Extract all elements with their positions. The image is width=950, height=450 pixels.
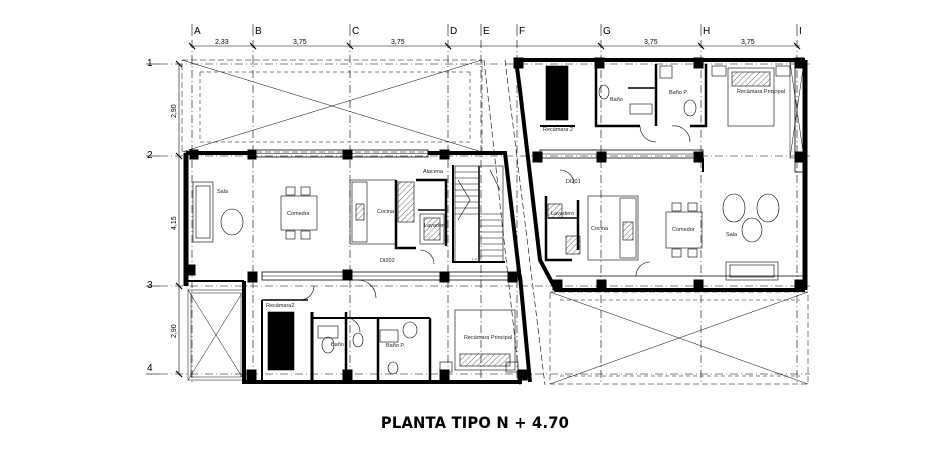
dim-top-hi: 3,75 — [741, 39, 755, 46]
grid-row-4: 4 — [147, 363, 153, 374]
plan-title: PLANTA TIPO N + 4.70 — [380, 413, 570, 432]
label-duct-right: Dt201 — [566, 179, 581, 185]
dim-top-bc: 3,75 — [293, 39, 307, 46]
left-unit-furniture — [192, 179, 519, 375]
label-alacena-left: Alacena — [423, 169, 444, 175]
grid-col-i: I — [799, 26, 802, 37]
label-duct-left: Dt202 — [380, 258, 395, 264]
label-recp-left: Recámara Principal — [464, 335, 512, 341]
grid-col-d: D — [450, 26, 457, 37]
label-bano-left: Baño — [331, 342, 344, 348]
label-lavadero-left: Lavadero — [424, 223, 447, 229]
left-dimensions: 2,90 4,15 2,90 — [171, 104, 178, 338]
staircase — [454, 165, 504, 263]
dim-top-ab: 2,33 — [215, 39, 229, 46]
label-banop-right: Baño P. — [669, 90, 688, 96]
dim-left-23: 4,15 — [171, 216, 178, 230]
label-rec2-right: Recámara 2 — [543, 127, 573, 133]
label-bano-right: Baño — [610, 97, 623, 103]
grid-col-c: C — [352, 26, 359, 37]
open-voids — [181, 59, 809, 385]
label-cocina-right: Cocina — [591, 226, 609, 232]
label-comedor-right: Comedor — [672, 227, 695, 233]
grid-row-3: 3 — [147, 280, 153, 291]
label-banop-left: Baño P. — [386, 343, 405, 349]
grid-row-1: 1 — [147, 58, 153, 69]
label-cocina-left: Cocina — [377, 209, 395, 215]
grid-col-h: H — [703, 26, 710, 37]
dim-top-cd: 3,75 — [391, 39, 405, 46]
dim-left-12: 2,90 — [171, 104, 178, 118]
label-comedor-left: Comedor — [287, 211, 310, 217]
room-labels-left: Sala Comedor Cocina Alacena Lavadero Dt2… — [217, 169, 512, 349]
grid-column-labels: A B C D E F G H I — [194, 26, 802, 37]
grid-col-b: B — [255, 26, 262, 37]
grid-col-e: E — [483, 26, 490, 37]
grid-row-2: 2 — [147, 150, 153, 161]
label-sala-left: Sala — [217, 189, 229, 195]
grid-col-g: G — [603, 26, 611, 37]
label-recp-right: Recámara Principal — [737, 89, 785, 95]
label-lavadero-right: Lavadero — [551, 211, 574, 217]
structural-columns — [186, 57, 805, 381]
label-rec2-left: Recámara2 — [266, 303, 294, 309]
dim-left-34: 2,90 — [171, 324, 178, 338]
grid-row-labels: 1 2 3 4 — [147, 58, 153, 374]
top-dimensions: 2,33 3,75 3,75 3,75 3,75 — [215, 39, 755, 46]
grid-axes — [146, 24, 810, 385]
right-unit-furniture — [545, 65, 791, 281]
dim-top-gh: 3,75 — [644, 39, 658, 46]
room-labels-right: Dt201 Lavadero Cocina Comedor Sala Recám… — [543, 89, 785, 238]
label-sala-right: Sala — [726, 232, 738, 238]
label-closet-left: L.c.45 — [472, 257, 482, 261]
grid-col-a: A — [194, 26, 201, 37]
diagonal-edges — [483, 59, 546, 386]
grid-col-f: F — [519, 26, 525, 37]
